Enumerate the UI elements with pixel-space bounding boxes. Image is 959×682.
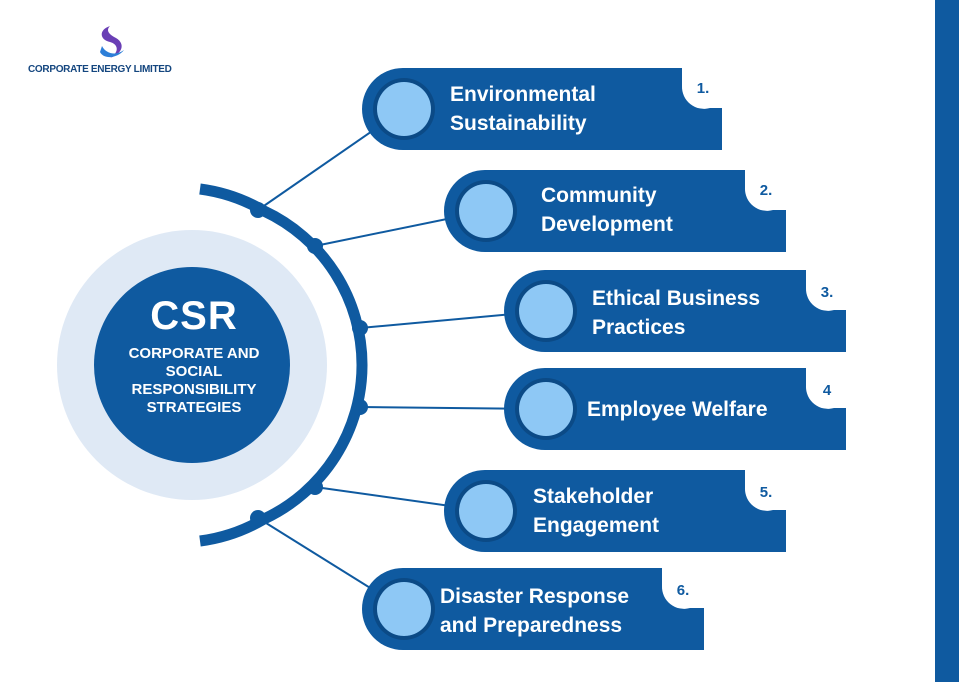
arc-dot [307, 479, 323, 495]
strategy-card [504, 268, 848, 352]
bubble-icon [377, 582, 431, 636]
card-title-line: Ethical Business [592, 287, 761, 310]
arc-dot [250, 510, 266, 526]
card-body [504, 368, 846, 450]
arc-dot [307, 238, 323, 254]
card-title-line: Employee Welfare [587, 398, 768, 421]
csr-subtitle-line: SOCIAL [165, 363, 223, 380]
arc-dots [250, 202, 368, 526]
card-number: 2. [759, 182, 773, 199]
number-tab [744, 168, 788, 211]
number-tab [744, 468, 788, 511]
bubble-icon [377, 82, 431, 136]
card-number: 6. [676, 582, 690, 599]
center-label: CSR CORPORATE AND SOCIAL RESPONSIBILITY … [96, 295, 292, 417]
number-tab [681, 66, 724, 109]
logo-swirl-icon [100, 26, 124, 58]
csr-subtitle-line: CORPORATE AND [128, 345, 260, 362]
company-logo: CORPORATE ENERGY LIMITED [28, 24, 208, 84]
card-body [362, 68, 722, 150]
card-title-line: Community [541, 184, 657, 207]
card-title-line: Stakeholder [533, 485, 654, 508]
strategy-card [444, 168, 788, 252]
arc-dot [352, 320, 368, 336]
card-title-line: Development [541, 213, 673, 236]
csr-subtitle-line: STRATEGIES [146, 399, 242, 416]
bubble-icon [459, 484, 513, 538]
card-title: Employee Welfare [587, 395, 768, 424]
card-number: 4 [822, 382, 832, 399]
strategy-card [444, 468, 788, 552]
card-body [504, 270, 846, 352]
number-tab [661, 566, 706, 609]
arc-dot [352, 399, 368, 415]
card-title-line: Engagement [533, 514, 660, 537]
card-title-line: Environmental [450, 83, 596, 106]
strategy-card [362, 566, 706, 650]
strategy-card [504, 366, 848, 450]
bubble-icon [519, 284, 573, 338]
csr-subtitle: CORPORATE AND SOCIAL RESPONSIBILITY STRA… [96, 345, 292, 417]
card-title-line: Sustainability [450, 112, 587, 135]
card-title: Disaster Response and Preparedness [440, 582, 629, 640]
card-number: 3. [820, 284, 834, 301]
card-title-line: and Preparedness [440, 614, 623, 637]
center-circle [94, 267, 290, 463]
company-name: CORPORATE ENERGY LIMITED [28, 64, 172, 75]
card-title-line: Disaster Response [440, 585, 630, 608]
strategy-cards [362, 66, 848, 650]
arc-dot [250, 202, 266, 218]
card-body [362, 568, 704, 650]
bubble-icon [459, 184, 513, 238]
number-tab [805, 366, 848, 409]
strategy-card [362, 66, 724, 150]
right-edge-bar [935, 0, 959, 682]
card-title-line: Practices [592, 316, 686, 339]
card-body [444, 170, 786, 252]
csr-title: CSR [150, 294, 238, 338]
number-tab [805, 268, 848, 311]
card-body [444, 470, 786, 552]
bubble-icon [519, 382, 573, 436]
card-number: 5. [759, 484, 773, 501]
card-number: 1. [696, 80, 710, 97]
csr-subtitle-line: RESPONSIBILITY [131, 381, 257, 398]
